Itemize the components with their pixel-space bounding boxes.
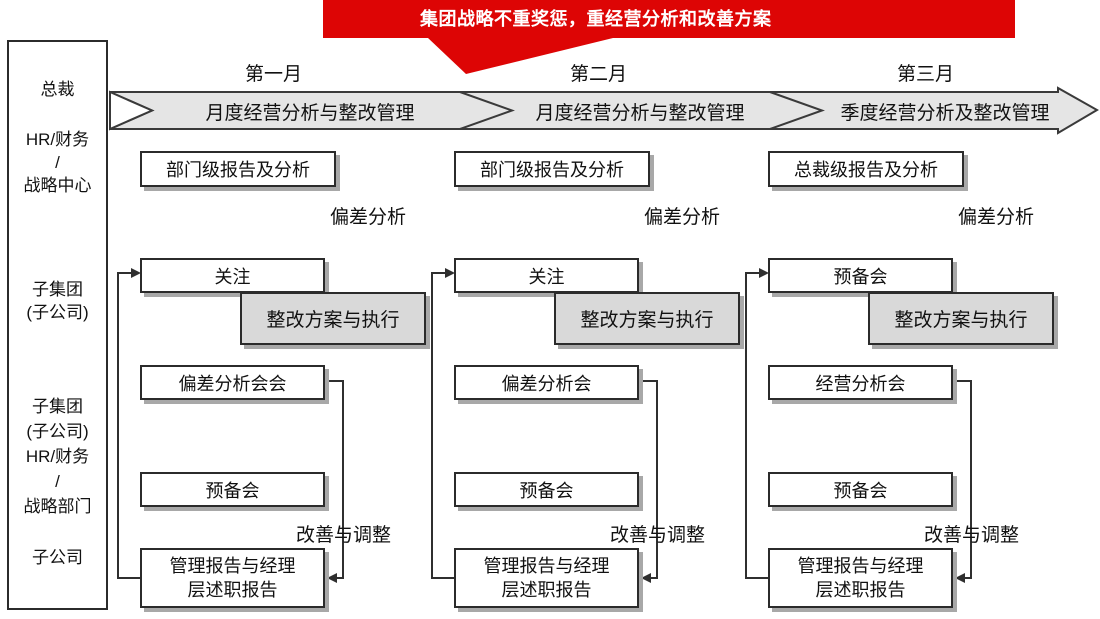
role-subsidiary: 子公司	[32, 548, 83, 567]
focus-box: 预备会	[768, 258, 953, 293]
month-header-3: 第三月	[897, 64, 955, 85]
phase-label-3: 季度经营分析及整改管理	[840, 103, 1050, 124]
rectify-plan-box: 整改方案与执行	[554, 292, 740, 345]
deviation-analysis-label: 偏差分析	[330, 207, 407, 228]
report-analysis-box: 部门级报告及分析	[454, 151, 650, 187]
phase-label-2: 月度经营分析与整改管理	[535, 103, 745, 124]
rectify-plan-box: 整改方案与执行	[868, 292, 1054, 345]
improve-adjust-label: 改善与调整	[296, 525, 392, 546]
focus-box: 关注	[140, 258, 325, 293]
report-analysis-box: 部门级报告及分析	[140, 151, 336, 187]
management-report-box: 管理报告与经理 层述职报告	[454, 548, 639, 608]
phase-label-1: 月度经营分析与整改管理	[205, 103, 415, 124]
management-report-box: 管理报告与经理 层述职报告	[140, 548, 325, 608]
deviation-analysis-label: 偏差分析	[644, 207, 721, 228]
rectify-plan-box: 整改方案与执行	[240, 292, 426, 345]
prep-meeting-box: 预备会	[454, 472, 639, 507]
process-column-month3: 总裁级报告及分析 偏差分析 预备会 整改方案与执行 经营分析会 预备会 改善与调…	[746, 0, 1058, 619]
month-header-2: 第二月	[570, 64, 628, 85]
deviation-analysis-label: 偏差分析	[958, 207, 1035, 228]
headline-banner: 集团战略不重奖惩，重经营分析和改善方案	[323, 0, 1015, 38]
prep-meeting-box: 预备会	[140, 472, 325, 507]
role-hr-finance-strategy-center: HR/财务 / 战略中心	[23, 130, 92, 195]
role-subgroup-hr-finance-strategy-dept: 子集团 (子公司) HR/财务 / 战略部门	[23, 397, 92, 516]
improve-adjust-label: 改善与调整	[610, 525, 706, 546]
process-column-month2: 部门级报告及分析 偏差分析 关注 整改方案与执行 偏差分析会 预备会 改善与调整…	[432, 0, 744, 619]
analysis-meeting-box: 偏差分析会会	[140, 365, 325, 400]
improve-adjust-label: 改善与调整	[924, 525, 1020, 546]
management-report-box: 管理报告与经理 层述职报告	[768, 548, 953, 608]
report-analysis-box: 总裁级报告及分析	[768, 151, 964, 187]
role-president: 总裁	[40, 80, 75, 99]
process-column-month1: 部门级报告及分析 偏差分析 关注 整改方案与执行 偏差分析会会 预备会 改善与调…	[118, 0, 430, 619]
headline-banner-text: 集团战略不重奖惩，重经营分析和改善方案	[420, 9, 772, 29]
prep-meeting-box: 预备会	[768, 472, 953, 507]
role-subgroup: 子集团 (子公司)	[26, 280, 89, 322]
roles-panel: 总裁 HR/财务 / 战略中心 子集团 (子公司) 子集团 (子公司) HR/财…	[7, 40, 108, 610]
month-header-1: 第一月	[245, 64, 303, 85]
analysis-meeting-box: 经营分析会	[768, 365, 953, 400]
analysis-meeting-box: 偏差分析会	[454, 365, 639, 400]
focus-box: 关注	[454, 258, 639, 293]
